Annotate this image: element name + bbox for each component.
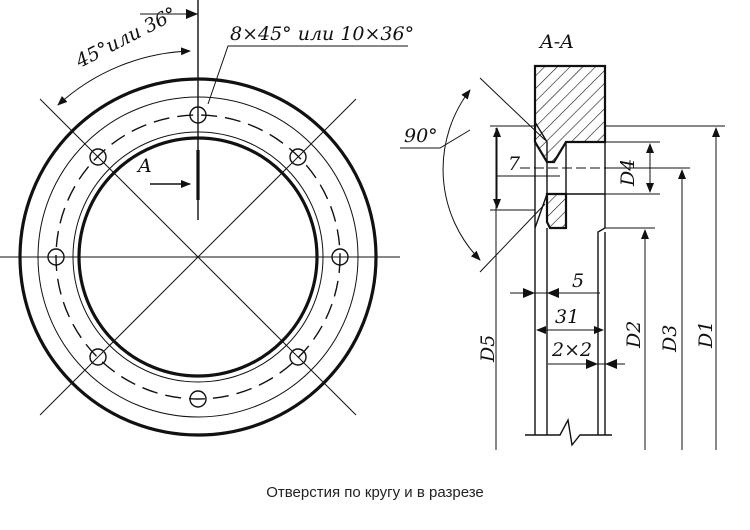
section-break — [525, 417, 612, 447]
dim-d5-label: D5 — [477, 335, 499, 363]
technical-drawing: 45°или 36° 8×45° или 10×36° A A-A 90° — [0, 0, 725, 450]
holes-note: 8×45° или 10×36° — [230, 23, 414, 45]
dim-5-label: 5 — [572, 270, 584, 292]
angle-90-arc — [442, 89, 481, 261]
arrow-top — [186, 9, 198, 19]
bolt-hole — [289, 348, 307, 366]
hatched-section-lower — [545, 192, 568, 230]
dim-5-arrow-right — [547, 288, 559, 298]
bolt-hole — [189, 106, 207, 124]
angle-90-ray-2 — [479, 203, 546, 273]
dim-2x2-label: 2×2 — [551, 339, 592, 361]
dim-31-label: 31 — [555, 306, 579, 328]
dim-d1-label: D1 — [695, 321, 717, 349]
bolt-hole — [289, 148, 307, 166]
outer-circle — [18, 77, 378, 437]
flange-front-view: 45°или 36° 8×45° или 10×36° A — [0, 0, 414, 437]
section-a-a: A-A 90° 7 D4 D1 D3 — [400, 31, 725, 450]
inner-outer-circle — [37, 96, 359, 418]
dim-d3-label: D3 — [659, 325, 681, 353]
view-a-label: A — [136, 155, 152, 177]
angle-45-36-label: 45°или 36° — [71, 3, 180, 73]
dim-5-arrow-left — [523, 288, 535, 298]
bolt-hole — [89, 148, 107, 166]
bolt-circle-dashed — [55, 114, 341, 400]
countersink-outline — [534, 121, 605, 229]
bolt-hole — [331, 248, 349, 266]
dim-d2-label: D2 — [623, 321, 645, 349]
dim-7-label: 7 — [508, 153, 521, 175]
bore-circle — [77, 136, 319, 378]
section-title: A-A — [538, 31, 574, 53]
hub-circle — [72, 131, 324, 383]
dim-2x2-arrow-right — [605, 359, 617, 369]
bolt-hole — [89, 348, 107, 366]
angle-90-ray-1 — [479, 77, 546, 141]
bolt-holes — [47, 106, 349, 408]
bolt-hole — [47, 248, 65, 266]
dim-d4-label: D4 — [617, 159, 639, 187]
holes-leader — [207, 45, 408, 105]
dim-2x2-arrow-left — [586, 359, 598, 369]
bolt-hole — [189, 390, 207, 408]
angle-90-leader — [400, 129, 471, 149]
angle-90-label: 90° — [404, 125, 438, 147]
hatched-section-upper — [533, 64, 607, 164]
figure-caption: Отверстия по кругу и в разрезе — [266, 484, 484, 501]
angle-arc-45-36 — [57, 47, 191, 106]
